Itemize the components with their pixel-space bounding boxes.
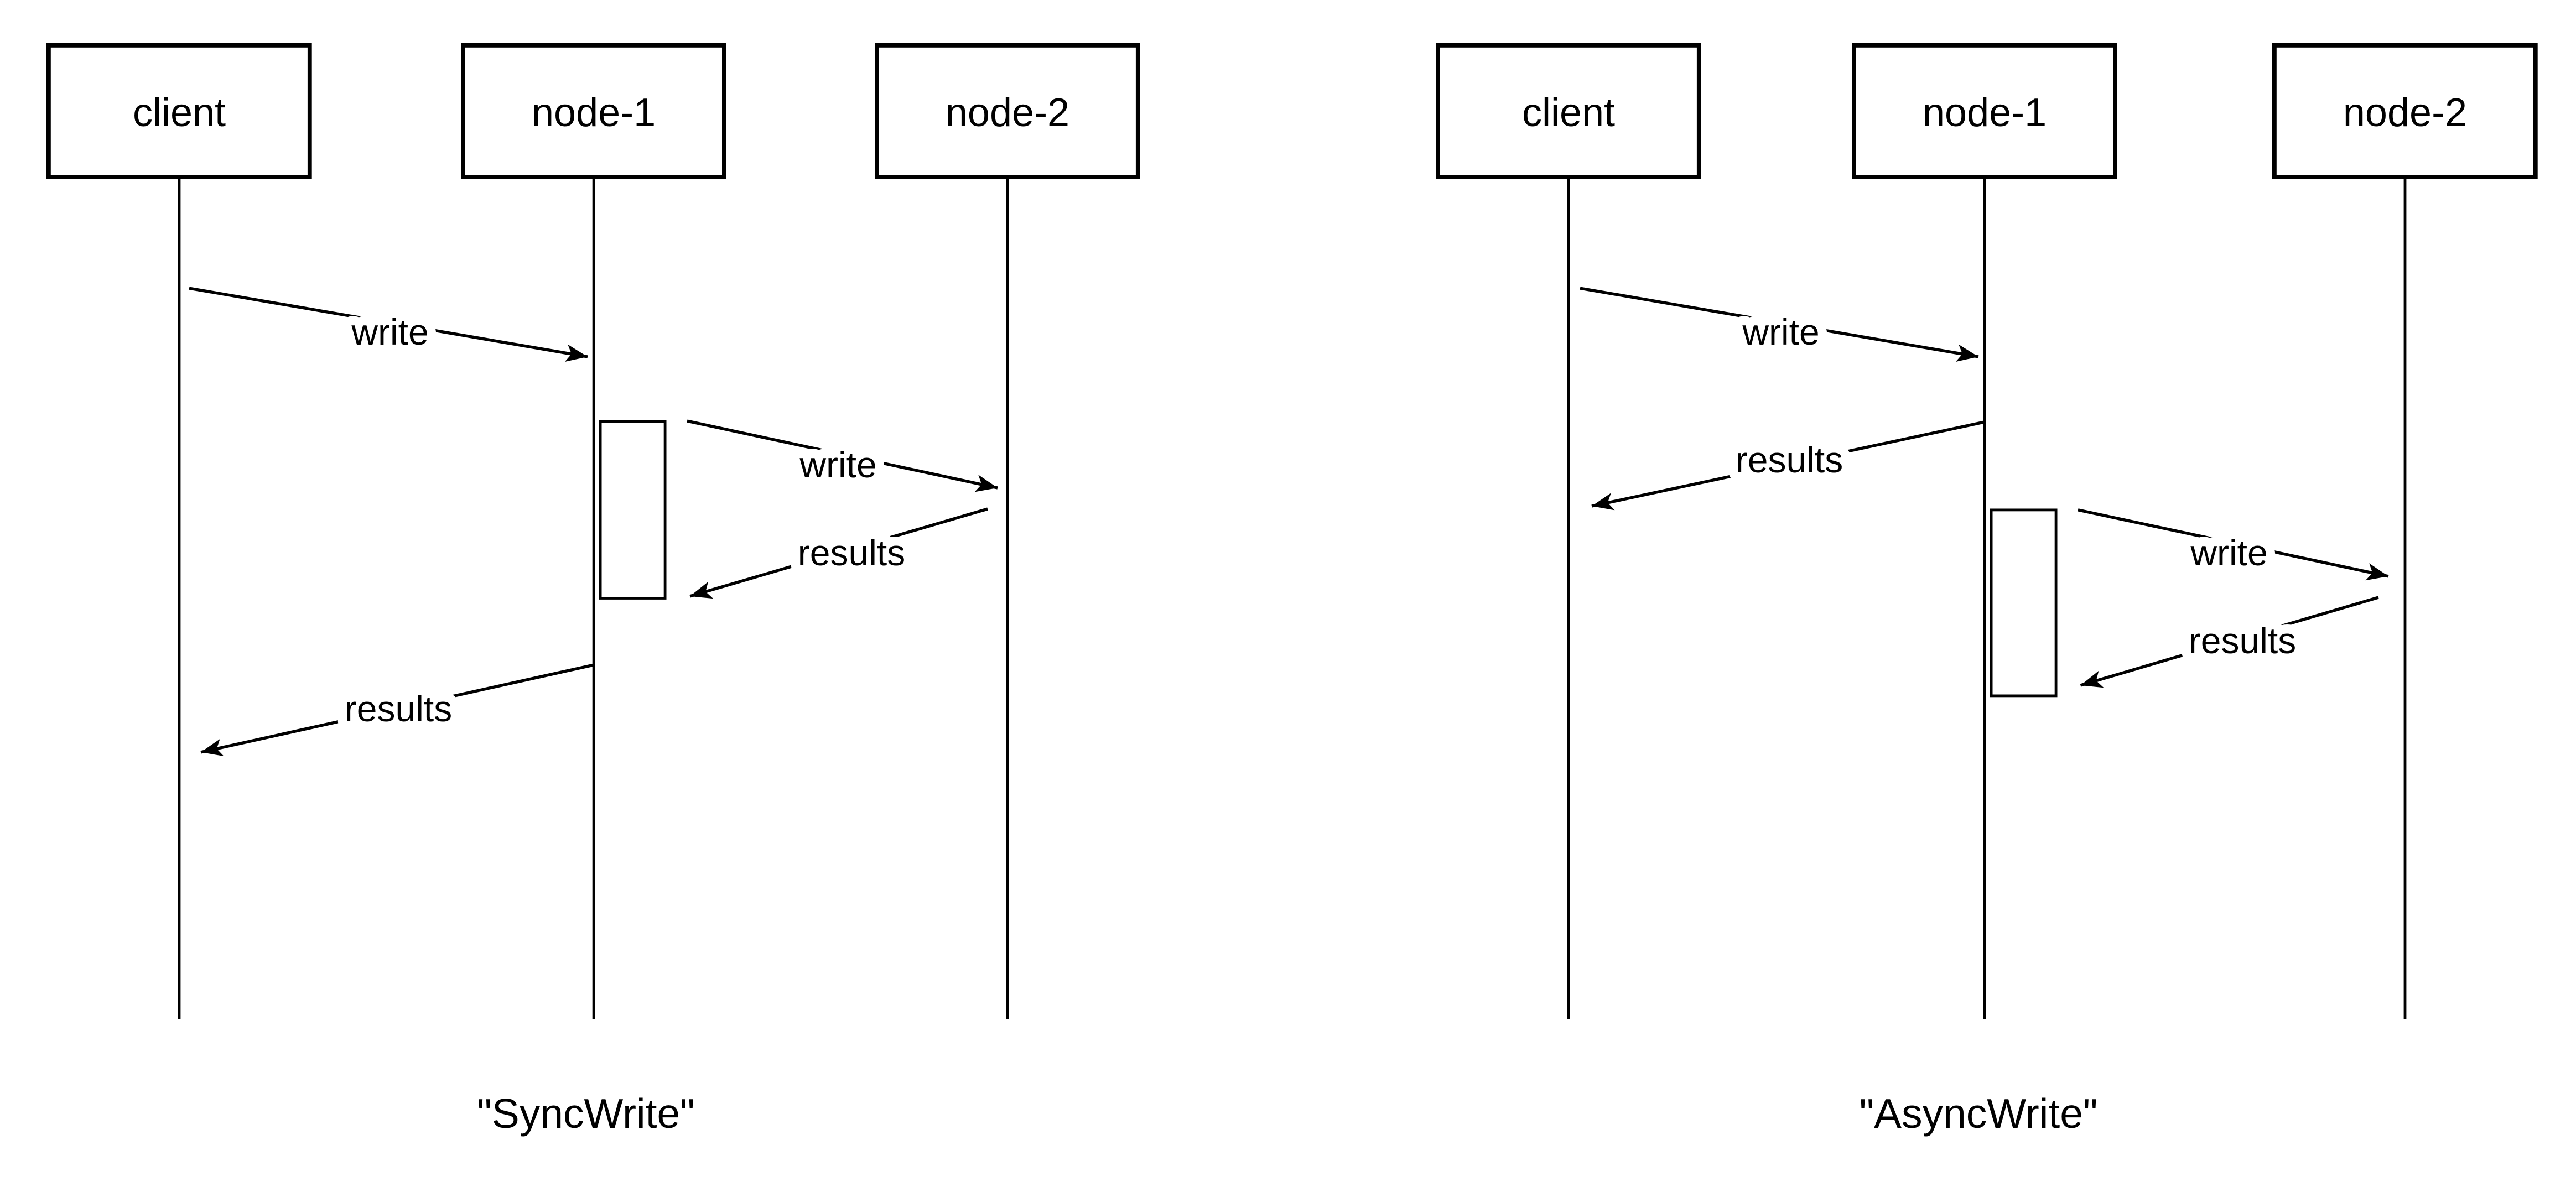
message-line-write-node1-node2	[2078, 508, 2389, 581]
message-label-results: results	[798, 532, 905, 573]
actor-label-node-1: node-1	[1923, 91, 2047, 135]
message-label-results: results	[1736, 439, 1843, 480]
actor-label-node-1: node-1	[532, 91, 656, 135]
diagram-caption-syncwrite: "SyncWrite"	[477, 1090, 695, 1137]
diagram-syncwrite: client node-1 node-2 write write results…	[46, 43, 1140, 1137]
message-label-results: results	[345, 688, 452, 729]
actor-label-client: client	[1522, 91, 1615, 135]
actor-box-client	[1435, 43, 1701, 180]
message-label-write: write	[799, 444, 876, 485]
activation-bar-node-1	[599, 420, 667, 600]
message-line-results-node2-node1	[2080, 596, 2379, 688]
message-line-write-client-node1	[189, 287, 588, 362]
actor-box-client	[46, 43, 312, 180]
message-line-results-node1-client	[1591, 420, 1985, 511]
actor-label-client: client	[133, 91, 226, 135]
message-line-results-node1-client	[200, 663, 594, 756]
actor-box-node-1	[1852, 43, 2117, 180]
actor-box-node-2	[874, 43, 1140, 180]
message-label-write: write	[1742, 311, 1819, 352]
message-line-write-client-node1	[1580, 287, 1979, 362]
diagram-asyncwrite: client node-1 node-2 write results write…	[1435, 43, 2538, 1137]
actor-label-node-2: node-2	[946, 91, 1069, 135]
actor-box-node-1	[461, 43, 726, 180]
actor-label-node-2: node-2	[2343, 91, 2467, 135]
message-label-write: write	[2190, 532, 2267, 573]
message-line-write-node1-node2	[687, 419, 998, 492]
message-label-results: results	[2189, 620, 2296, 661]
message-label-write: write	[351, 311, 428, 352]
message-line-results-node2-node1	[689, 507, 988, 599]
diagram-caption-asyncwrite: "AsyncWrite"	[1859, 1090, 2097, 1137]
actor-box-node-2	[2272, 43, 2538, 180]
activation-bar-node-1	[1990, 508, 2058, 698]
